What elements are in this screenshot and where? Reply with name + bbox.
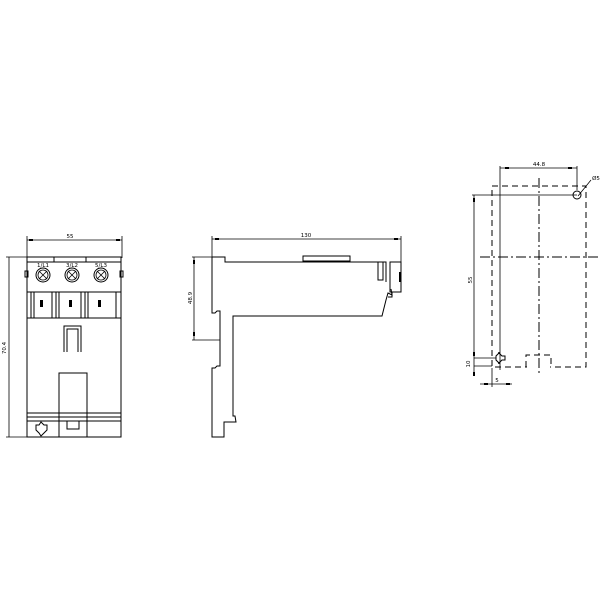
terminal-pockets: [27, 292, 121, 319]
mount-clip-icon: [35, 421, 48, 437]
mounting-view: 44.8 Ø5 55 10 5: [466, 162, 600, 387]
side-offset-dim: 48.9: [188, 291, 194, 304]
terminal-label-2: 3/L2: [66, 263, 78, 269]
terminal-screw-2: [64, 267, 80, 283]
front-view: 55 70.4: [2, 234, 124, 438]
front-height-dim: 70.4: [2, 341, 8, 354]
mount-key-icon: [495, 352, 506, 364]
side-view: 130 48.9: [188, 233, 402, 438]
side-depth-dim: 130: [301, 233, 312, 239]
terminal-screw-1: [35, 267, 51, 283]
hole-diameter-dim: Ø5: [592, 175, 600, 182]
front-width-dim: 55: [67, 234, 74, 240]
hole-spacing-dim: 44.8: [533, 162, 546, 168]
terminal-screw-3: [93, 267, 109, 283]
bottom-offset-dim: 10: [466, 360, 472, 367]
terminal-label-3: 5/L3: [95, 263, 107, 269]
vertical-dim: 55: [468, 276, 474, 283]
terminal-label-1: 1/L1: [37, 263, 49, 269]
side-offset-5-dim: 5: [495, 378, 499, 384]
